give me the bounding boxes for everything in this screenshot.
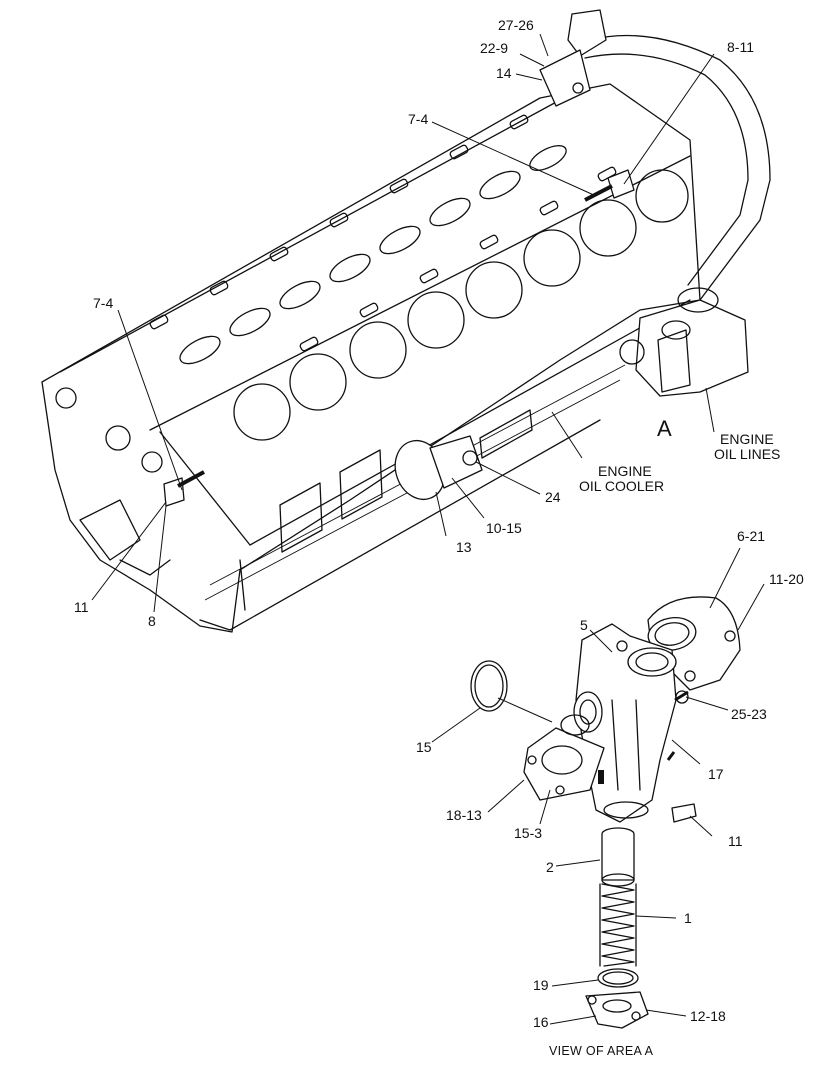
callout-10-15: 10-15 xyxy=(486,520,522,536)
callout-11-20: 11-20 xyxy=(769,571,804,587)
callout-8-11: 8-11 xyxy=(727,39,754,55)
callout-13: 13 xyxy=(456,539,472,555)
oil-cooler-adapter xyxy=(394,435,483,501)
spring xyxy=(599,883,637,967)
oil-cooler-label-line2: OIL COOLER xyxy=(579,478,664,494)
callout-8: 8 xyxy=(148,613,156,629)
callout-25-23: 25-23 xyxy=(731,706,767,722)
callouts: 27-26 22-9 14 8-11 7-4 7-4 11 8 13 10-15… xyxy=(74,17,804,1030)
callout-27-26: 27-26 xyxy=(498,17,534,33)
callout-1: 1 xyxy=(684,910,692,926)
stud-left xyxy=(163,470,205,507)
callout-11-left: 11 xyxy=(74,599,89,615)
callout-22-9: 22-9 xyxy=(480,40,508,56)
callout-11-right: 11 xyxy=(728,833,743,849)
callout-2: 2 xyxy=(546,859,554,875)
callout-7-4-top: 7-4 xyxy=(408,111,428,127)
callout-24: 24 xyxy=(545,489,561,505)
callout-12-18: 12-18 xyxy=(690,1008,726,1024)
callout-18-13: 18-13 xyxy=(446,807,482,823)
callout-14: 14 xyxy=(496,65,512,81)
callout-19: 19 xyxy=(533,977,549,993)
callout-7-4-left: 7-4 xyxy=(93,295,113,311)
callout-15-left: 15 xyxy=(416,739,432,755)
engine-block xyxy=(41,83,701,633)
callout-15-3: 15-3 xyxy=(514,825,542,841)
callout-16: 16 xyxy=(533,1014,549,1030)
callout-17: 17 xyxy=(708,766,724,782)
callout-6-21: 6-21 xyxy=(737,528,765,544)
stud-top xyxy=(584,169,635,202)
oil-cooler-label-line1: ENGINE xyxy=(598,463,652,479)
labels: A ENGINE OIL LINES ENGINE OIL COOLER VIE… xyxy=(549,416,780,1058)
oil-lines-label-line2: OIL LINES xyxy=(714,446,780,462)
leader-lines xyxy=(91,33,765,1025)
oil-lines-label-line1: ENGINE xyxy=(720,431,774,447)
area-a-assembly xyxy=(619,287,749,397)
view-caption: VIEW OF AREA A xyxy=(549,1044,654,1058)
area-a-marker: A xyxy=(657,416,672,441)
oil-line-pipe xyxy=(539,9,771,301)
callout-5: 5 xyxy=(580,617,588,633)
exploded-view-a xyxy=(470,596,741,1029)
